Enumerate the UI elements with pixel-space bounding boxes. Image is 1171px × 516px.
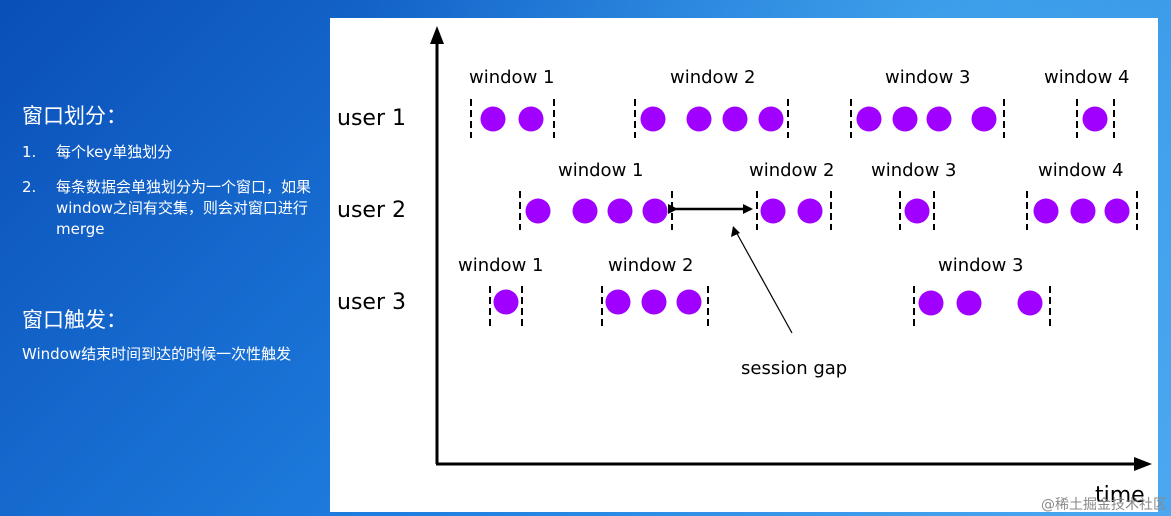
list-number: 1. [22,143,37,161]
event-dot [1070,198,1096,224]
event-dot [525,198,551,224]
event-dot [918,290,944,316]
event-dot [642,198,668,224]
event-dot [856,106,882,132]
session-gap-label: session gap [741,358,847,379]
event-dot [518,106,544,132]
event-dot [971,106,997,132]
event-dot [1082,106,1108,132]
event-dot [686,106,712,132]
event-dot [640,106,666,132]
list-text: 每条数据会单独划分为一个窗口，如果window之间有交集，则会对窗口进行merg… [56,178,312,238]
window-group: window 1 [458,255,543,326]
event-dot [926,106,952,132]
event-dot [572,198,598,224]
window-label: window 1 [458,255,543,276]
event-dot [1017,290,1043,316]
window-label: window 4 [1044,67,1129,88]
user-label: user 1 [337,106,406,131]
diagram-canvas: time user 1 user 2 user 3 window 1 windo… [337,26,1152,508]
list-text: 每个key单独划分 [56,143,173,161]
window-group: window 4 [1026,160,1138,230]
window-group: window 1 [519,160,673,230]
window-label: window 3 [938,255,1023,276]
event-dot [904,198,930,224]
window-group: window 1 [469,67,555,138]
section-title-window-division: 窗口划分： [22,104,127,128]
window-group: window 2 [601,255,709,326]
list-item: 1. 每个key单独划分 [22,142,312,163]
event-dot [676,289,702,315]
y-axis-arrowhead [430,26,444,44]
window-group: window 3 [913,255,1051,326]
user-label: user 2 [337,198,406,223]
event-dot [892,106,918,132]
window-group: window 2 [634,67,789,138]
event-dot [493,289,519,315]
annotation-pointer-head [731,226,740,237]
event-dot [760,198,786,224]
event-dot [758,106,784,132]
watermark: @稀土掘金技术社区 [1041,497,1167,513]
window-label: window 2 [608,255,693,276]
user-label: user 3 [337,290,406,315]
event-dot [1104,198,1130,224]
window-label: window 3 [871,160,956,181]
window-label: window 1 [469,67,554,88]
event-dot [1033,198,1059,224]
window-label: window 3 [885,67,970,88]
x-axis-arrowhead [1134,457,1152,471]
event-dot [607,198,633,224]
list-number: 2. [22,178,37,196]
list-item: 2. 每条数据会单独划分为一个窗口，如果window之间有交集，则会对窗口进行m… [22,177,312,240]
event-dot [956,290,982,316]
window-group: window 3 [850,67,1005,138]
event-dot [722,106,748,132]
division-rules-list: 1. 每个key单独划分 2. 每条数据会单独划分为一个窗口，如果window之… [22,142,312,254]
event-dot [480,106,506,132]
session-window-diagram: time user 1 user 2 user 3 window 1 windo… [330,18,1158,512]
left-text-panel: 窗口划分： 1. 每个key单独划分 2. 每条数据会单独划分为一个窗口，如果w… [0,0,330,516]
event-dot [797,198,823,224]
window-label: window 4 [1038,160,1123,181]
event-dot [641,289,667,315]
window-label: window 1 [558,160,643,181]
window-label: window 2 [670,67,755,88]
window-group: window 3 [871,160,956,230]
trigger-description: Window结束时间到达的时候一次性触发 [22,345,292,363]
window-group: window 4 [1044,67,1129,138]
event-dot [605,289,631,315]
window-label: window 2 [749,160,834,181]
section-title-window-trigger: 窗口触发： [22,308,127,332]
x-axis-label: time [1095,483,1145,508]
annotation-pointer [734,229,793,334]
window-group: window 2 [749,160,834,230]
